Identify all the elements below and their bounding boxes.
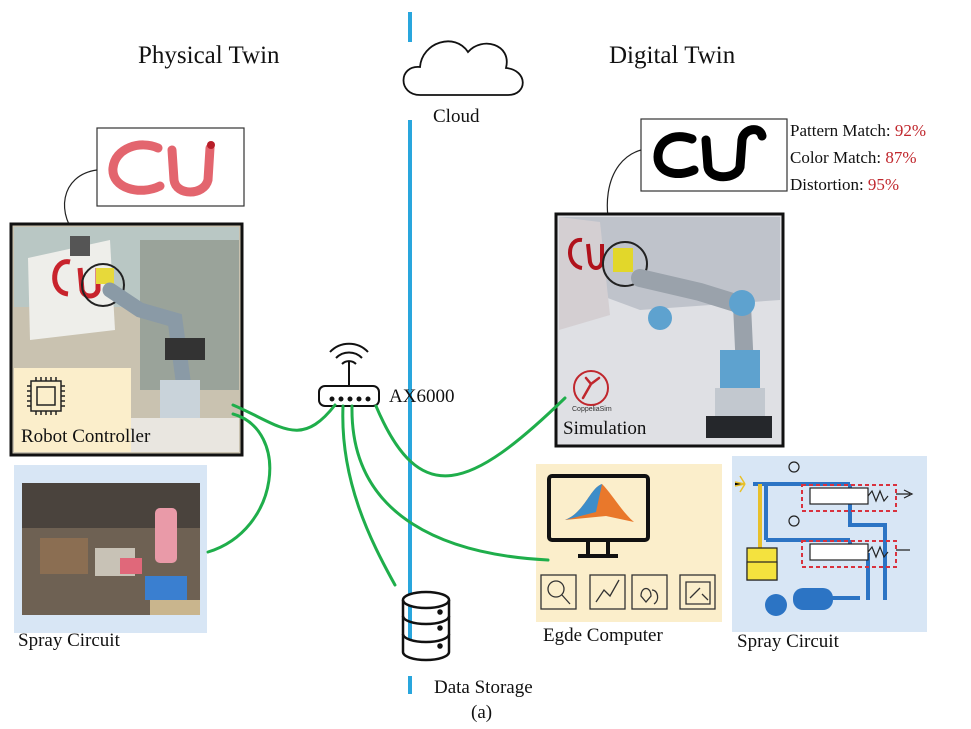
metric-label: Distortion:: [790, 175, 864, 194]
database-icon: [401, 590, 451, 662]
monitor-icon: [547, 474, 650, 558]
cloud-label: Cloud: [433, 106, 480, 127]
spray-photo-panel: [14, 465, 207, 633]
wifi-router-icon: [318, 342, 380, 407]
router-label: AX6000: [389, 386, 455, 407]
cloud-icon: [402, 40, 524, 96]
metric-label: Color Match:: [790, 148, 882, 167]
simulation-panel: [554, 212, 785, 448]
simulation-label: Simulation: [563, 418, 647, 439]
color-match-metric: Color Match: 87%: [790, 148, 917, 168]
figure-caption: (a): [471, 702, 493, 723]
edge-computer-label: Egde Computer: [543, 625, 663, 646]
coppeliasim-logo: [573, 370, 609, 406]
metric-value: 87%: [885, 148, 917, 167]
metric-value: 95%: [867, 175, 900, 194]
data-storage-label: Data Storage: [434, 677, 533, 698]
digital-twin-title: Digital Twin: [609, 42, 736, 69]
physical-pattern-inset: [96, 127, 245, 207]
spray-circuit-right-label: Spray Circuit: [737, 631, 839, 652]
distortion-metric: Distortion: 95%: [790, 175, 899, 195]
chip-icon: [27, 377, 65, 415]
tool-icons: [540, 574, 716, 610]
robot-photo-panel: [9, 222, 244, 457]
pattern-match-metric: Pattern Match: 92%: [790, 121, 926, 141]
metric-value: 92%: [894, 121, 926, 140]
robot-controller-label: Robot Controller: [21, 426, 151, 447]
spray-circuit-left-label: Spray Circuit: [18, 630, 120, 651]
physical-twin-title: Physical Twin: [138, 42, 280, 69]
edge-computer-panel: [536, 464, 722, 622]
coppeliasim-logo-text: CoppeliaSim: [572, 406, 612, 413]
metric-label: Pattern Match:: [790, 121, 891, 140]
spray-schematic-panel: [732, 456, 927, 632]
digital-pattern-inset: [640, 118, 788, 192]
network-links: [206, 396, 567, 587]
